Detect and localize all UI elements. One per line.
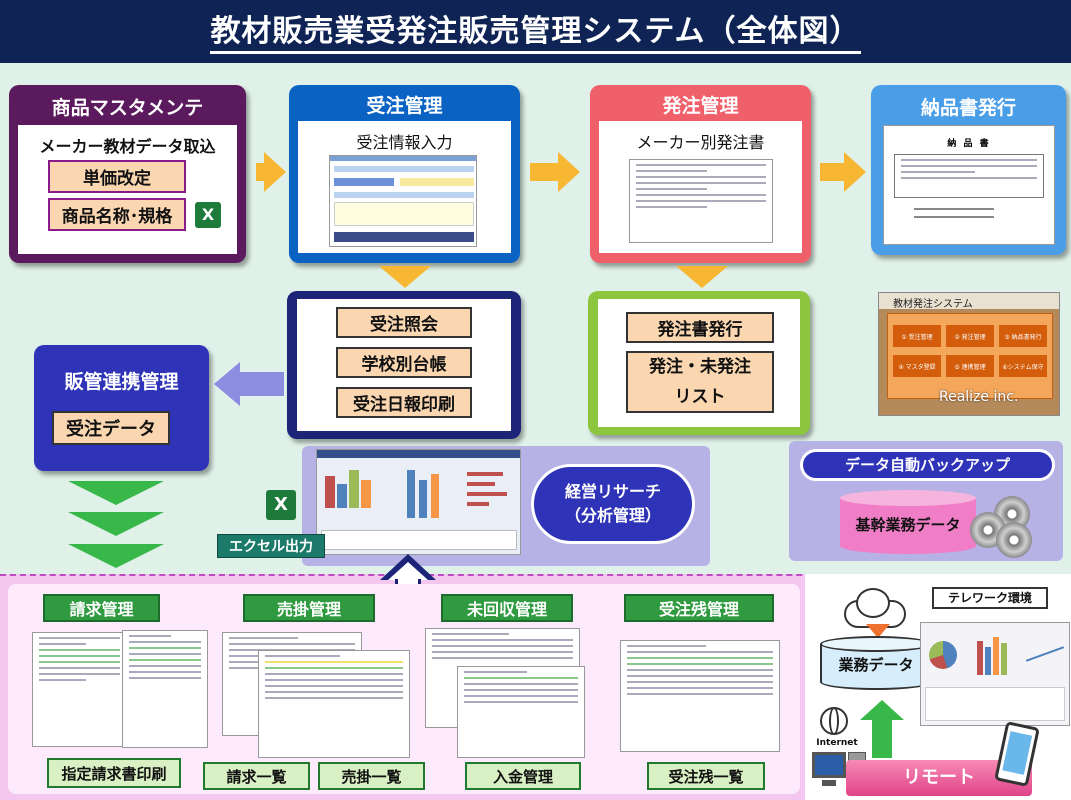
core-business-data-label: 基幹業務データ [855,516,961,534]
telework-label: テレワーク環境 [932,587,1048,609]
order-entry-screenshot [329,155,477,247]
order-sub-card: 受注照会 学校別台帳 受注日報印刷 [287,291,521,439]
purchase-order-screenshot [629,159,773,243]
unit-price-revision-button[interactable]: 単価改定 [48,160,186,193]
product-name-spec-button[interactable]: 商品名称･規格 [48,198,186,231]
delivery-note-screenshot: 納 品 書 [883,125,1055,245]
sales-link-title: 販管連携管理 [64,371,179,393]
realize-logo: Realize inc. [939,389,1019,405]
school-ledger-button[interactable]: 学校別台帳 [336,347,472,378]
flow-arrow-body [530,163,560,181]
up-arrow-icon [860,700,904,720]
main-menu-screenshot: 教材発注システム ① 受注管理 ② 発注管理 ③ 納品書発行 ④ マスタ登録 ⑤… [878,292,1060,416]
cloud-icon [838,584,912,628]
purchase-mgmt-title: 発注管理 [662,95,739,117]
down-arrow-icon [866,624,890,638]
globe-icon-meridian [829,707,839,735]
page-title-text: 教材販売業受発注販売管理システム（全体図） [210,14,861,54]
sales-link-card: 販管連携管理 受注データ [34,345,209,471]
order-mgmt-card: 受注管理 受注情報入力 [289,85,520,263]
flow-arrow-left-icon [214,362,240,406]
billing-list-button[interactable]: 請求一覧 [203,762,310,790]
title-bar [0,0,1071,63]
menu-item-delivery[interactable]: ③ 納品書発行 [999,325,1047,347]
telework-dashboard-screenshot [920,622,1070,726]
flow-arrow-down-icon [379,266,431,288]
flow-arrow-down-icon [676,266,728,288]
uncollected-mgmt-title: 未回収管理 [441,594,573,622]
invoice-screenshot [32,632,127,747]
menu-item-master[interactable]: ④ マスタ登録 [893,355,941,377]
delivery-card: 納品書発行 納 品 書 [871,85,1066,255]
menu-item-system[interactable]: ⑥システム保守 [999,355,1047,377]
order-inquiry-button[interactable]: 受注照会 [336,307,472,338]
delivery-title: 納品書発行 [920,97,1016,119]
disc-icon [996,522,1032,558]
purchase-sub-card: 発注書発行 発注・未発注 リスト [588,291,810,435]
database-icon [840,490,976,554]
purchase-mgmt-subtitle: メーカー別発注書 [636,133,765,152]
billing-mgmt-title: 請求管理 [43,594,160,622]
flow-arrow-body [238,372,284,396]
issue-purchase-order-button[interactable]: 発注書発行 [626,312,774,343]
order-mgmt-subtitle: 受注情報入力 [356,133,453,152]
delivery-doc-title: 納 品 書 [947,139,991,149]
backorder-list-button[interactable]: 受注残一覧 [647,762,765,790]
purchase-mgmt-panel: メーカー別発注書 [599,121,802,253]
flow-arrow-right-icon [844,152,866,192]
payment-mgmt-button[interactable]: 入金管理 [465,762,581,790]
purchase-mgmt-card: 発注管理 メーカー別発注書 [590,85,811,263]
flow-arrow-right-icon [558,152,580,192]
receivables-screenshot [258,650,410,758]
up-arrow-body [872,718,892,758]
receivables-list-button[interactable]: 売掛一覧 [318,762,425,790]
menu-header: 教材発注システム [893,299,973,310]
invoice-screenshot [122,630,208,748]
menu-item-link[interactable]: ⑤ 連携管理 [946,355,994,377]
order-mgmt-panel: 受注情報入力 [298,121,511,253]
product-master-title: 商品マスタメンテ [51,97,204,119]
menu-item-purchase[interactable]: ② 発注管理 [946,325,994,347]
ordered-unordered-list-button[interactable]: 発注・未発注 リスト [626,351,774,413]
flow-arrow-body [256,163,266,181]
backorder-screenshot [620,640,780,752]
print-specified-invoice-button[interactable]: 指定請求書印刷 [47,758,181,788]
order-mgmt-title: 受注管理 [366,95,443,117]
internet-label: Internet [816,738,858,748]
chevron-down-icon [68,512,164,536]
backup-title: データ自動バックアップ [800,449,1055,481]
uncollected-screenshot [457,666,585,758]
backorder-mgmt-title: 受注残管理 [624,594,774,622]
page-title: 教材販売業受発注販売管理システム（全体図） [0,6,1071,54]
order-data-button[interactable]: 受注データ [52,411,170,445]
menu-item-order[interactable]: ① 受注管理 [893,325,941,347]
business-data-db-icon [820,636,932,690]
chevron-down-icon [68,481,164,505]
flow-arrow-right-icon [264,152,286,192]
chevron-down-icon [68,544,164,568]
product-master-subtitle: メーカー教材データ取込 [39,137,216,156]
receivables-mgmt-title: 売掛管理 [243,594,375,622]
product-master-card: 商品マスタメンテ メーカー教材データ取込 単価改定 商品名称･規格 X [9,85,246,263]
daily-order-report-button[interactable]: 受注日報印刷 [336,387,472,418]
flow-arrow-up-icon-inner [388,562,428,580]
analysis-dashboard-screenshot [316,449,521,555]
excel-output-label: エクセル出力 [217,534,325,558]
business-data-label: 業務データ [838,656,914,674]
excel-icon: X [195,202,221,228]
excel-icon: X [266,490,296,520]
business-research-button[interactable]: 経営リサーチ （分析管理） [531,464,695,544]
flow-arrow-body [820,163,846,181]
